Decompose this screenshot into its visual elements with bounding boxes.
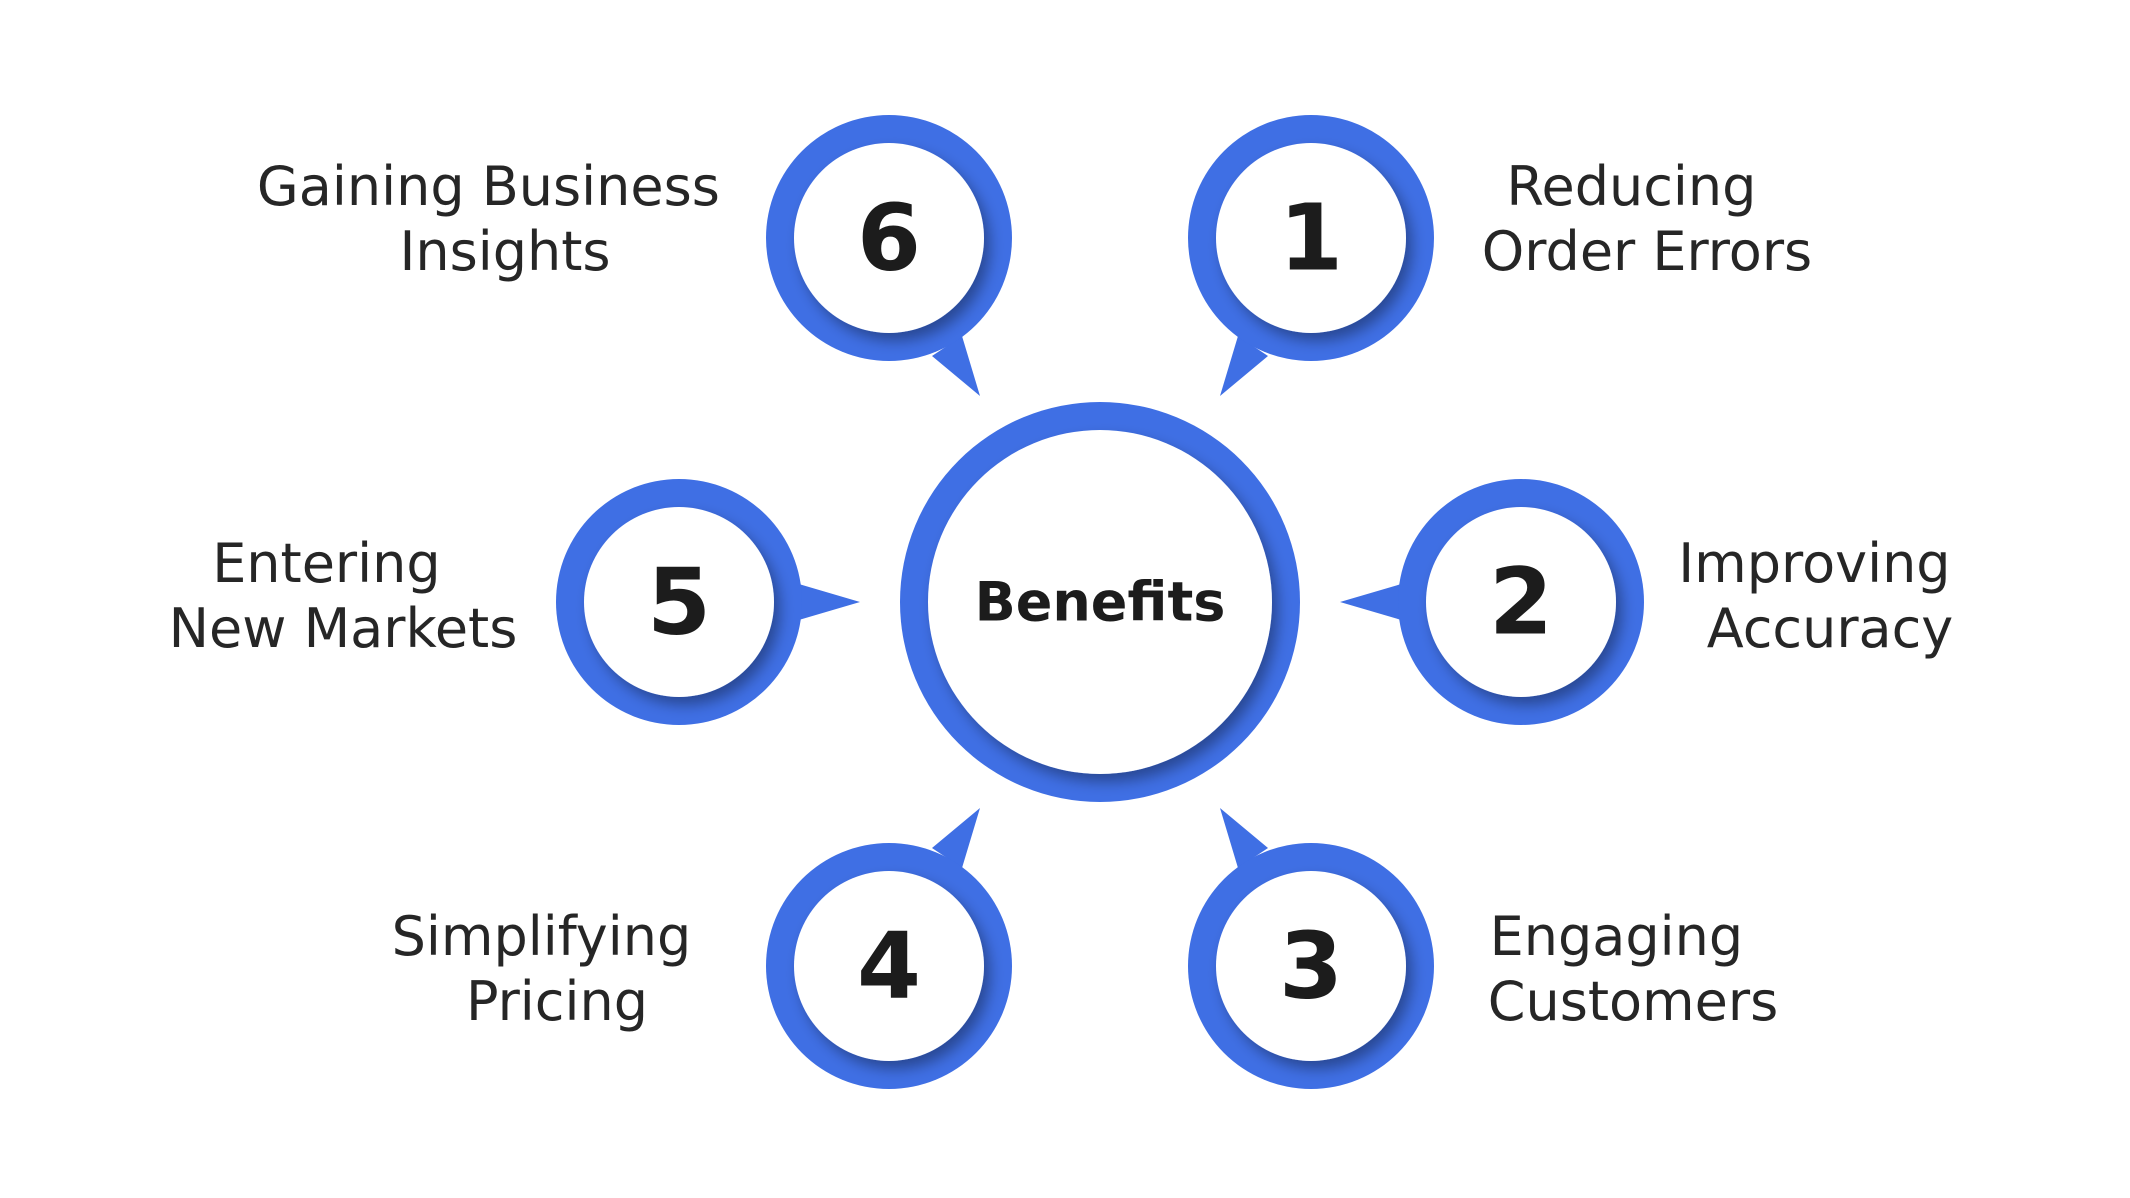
benefit-3-label: Engaging Customers [1488, 905, 1778, 1033]
node-5-inner-circle [584, 507, 774, 697]
node-5-pointer [792, 582, 860, 622]
benefit-1-label-line2: Order Errors [1482, 220, 1812, 283]
benefit-1-label-line1: Reducing [1506, 155, 1756, 218]
center-hub: Benefits [900, 402, 1300, 802]
benefit-2-label-line1: Improving [1678, 532, 1950, 595]
benefit-4-label-line1: Simplifying [392, 905, 692, 968]
benefit-3-label-line2: Customers [1488, 970, 1778, 1033]
benefit-5-label-line2: New Markets [169, 597, 518, 660]
benefit-node-1: 1 [1188, 115, 1434, 396]
benefit-node-6: 6 [766, 115, 1012, 396]
benefit-6-label: Gaining Business Insights [257, 155, 737, 283]
benefit-node-5: 5 [556, 479, 860, 725]
node-4-inner-circle [794, 871, 984, 1061]
node-1-number: 1 [1279, 185, 1343, 292]
benefit-4-label: Simplifying Pricing [392, 905, 709, 1033]
benefit-1-label: Reducing Order Errors [1482, 155, 1812, 283]
node-3-pointer [1220, 808, 1268, 868]
node-6-inner-circle [794, 143, 984, 333]
node-2-number: 2 [1489, 549, 1553, 656]
center-inner-circle [928, 430, 1272, 774]
benefit-5-label: Entering New Markets [169, 532, 518, 660]
node-3-number: 3 [1279, 913, 1343, 1020]
benefit-node-3: 3 [1188, 808, 1434, 1089]
node-6-pointer [932, 336, 980, 396]
node-2-pointer [1340, 582, 1408, 622]
node-4-pointer [932, 808, 980, 868]
benefit-5-label-line1: Entering [212, 532, 440, 595]
center-label: Benefits [975, 571, 1226, 634]
benefit-2-label: Improving Accuracy [1678, 532, 1968, 660]
benefit-6-label-line2: Insights [399, 220, 610, 283]
benefit-node-2: 2 [1340, 479, 1644, 725]
benefit-6-label-line1: Gaining Business [257, 155, 720, 218]
node-3-inner-circle [1216, 871, 1406, 1061]
benefit-3-label-line1: Engaging [1490, 905, 1744, 968]
node-5-number: 5 [647, 549, 711, 656]
benefit-node-4: 4 [766, 808, 1012, 1089]
node-1-inner-circle [1216, 143, 1406, 333]
benefit-2-label-line2: Accuracy [1707, 597, 1954, 660]
node-6-number: 6 [857, 185, 921, 292]
benefit-4-label-line2: Pricing [466, 970, 648, 1033]
node-1-pointer [1220, 336, 1268, 396]
node-2-inner-circle [1426, 507, 1616, 697]
node-4-number: 4 [857, 913, 921, 1020]
